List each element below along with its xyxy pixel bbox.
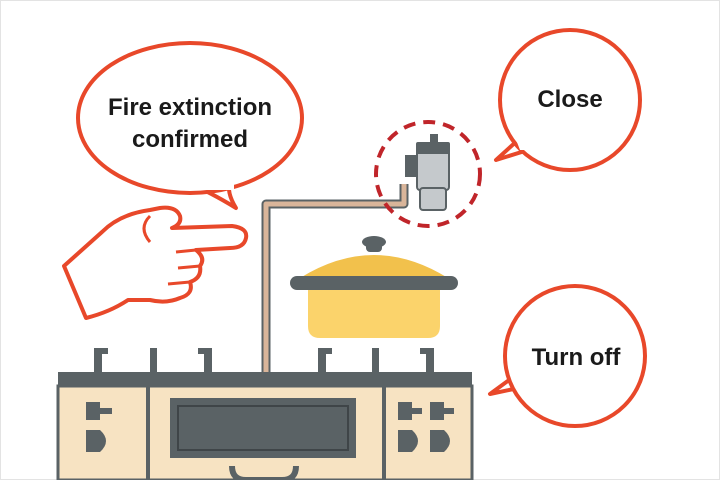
knob-icon-right xyxy=(398,402,454,452)
gas-valve-icon xyxy=(374,120,482,228)
fire-speech-bubble xyxy=(76,41,304,210)
turn-off-label: Turn off xyxy=(531,344,621,371)
turn-off-speech-bubble xyxy=(488,284,647,428)
pointing-hand-icon xyxy=(62,205,249,320)
knob-icon xyxy=(86,402,112,452)
fire-extinction-line1: Fire extinction xyxy=(107,94,273,121)
fire-extinction-label: Fire extinction confirmed xyxy=(80,92,300,156)
fire-extinction-line2: confirmed xyxy=(131,126,248,153)
close-label: Close xyxy=(537,86,603,113)
stove-icon xyxy=(56,372,474,480)
pot-icon xyxy=(290,236,458,338)
close-speech-bubble xyxy=(494,28,642,172)
burner-grates xyxy=(94,348,434,372)
